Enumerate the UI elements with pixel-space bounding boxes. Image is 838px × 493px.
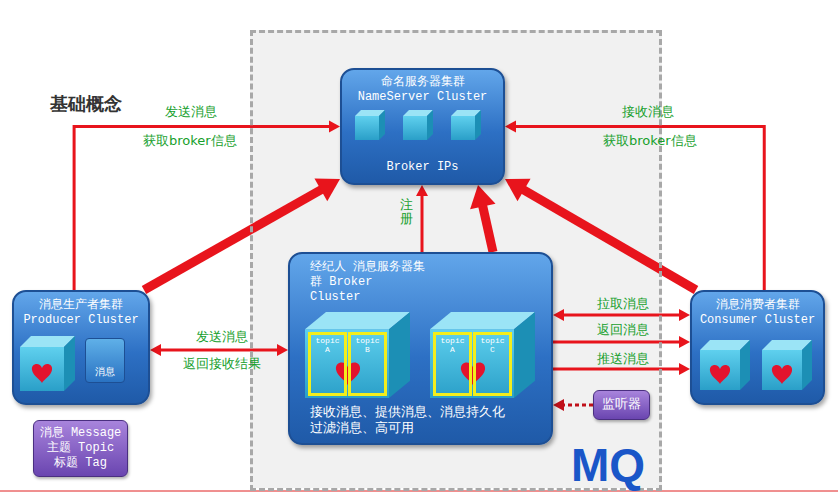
heart-icon xyxy=(461,362,485,385)
flow-label: 获取broker信息 xyxy=(603,133,697,149)
edge-label: 拉取消息 xyxy=(597,296,649,312)
connector-line xyxy=(421,195,424,252)
diagram-title: 基础概念 xyxy=(50,92,122,116)
node-text: 消息 xyxy=(95,367,115,380)
arrow-head xyxy=(150,344,161,356)
flow-label: 返回接收结果 xyxy=(183,356,261,372)
flow-arrow xyxy=(553,336,690,348)
cube-icon xyxy=(305,312,410,398)
topic-cell: topic A xyxy=(308,332,347,396)
topic-cell: topic C xyxy=(473,332,512,396)
node-text: 接收消息、提供消息、消息持久化 过滤消息、高可用 xyxy=(310,405,510,438)
arrow-head xyxy=(416,185,428,196)
mq-region: MQ 命名服务器集群 NameServer ClusterBroker IPs 经纪… xyxy=(250,30,662,491)
node-text: topic C xyxy=(476,337,509,355)
cube-icon xyxy=(355,110,385,140)
node-text: 消息生产者集群 Producer Cluster xyxy=(20,298,142,328)
edge-label: 发送消息 xyxy=(196,329,248,345)
flow-arrow xyxy=(416,185,428,252)
arrow-head xyxy=(277,344,288,356)
connector-line xyxy=(483,205,493,252)
edge-label: 返回消息 xyxy=(597,322,649,338)
arrow-head xyxy=(505,179,531,201)
broker-cluster: 经纪人 消息服务器集群 Broker Cluster 接收消息、提供消息、消息持久… xyxy=(288,252,553,445)
arrow-head xyxy=(470,185,495,209)
nameserver-cluster: 命名服务器集群 NameServer ClusterBroker IPs xyxy=(340,68,505,185)
connector-line xyxy=(160,349,278,352)
topic-cell: topic B xyxy=(348,332,387,396)
arrow-head xyxy=(679,336,690,348)
cube-icon xyxy=(762,340,812,390)
flow-arrow xyxy=(553,399,593,411)
heart-icon xyxy=(710,365,730,384)
cube-icon xyxy=(700,340,750,390)
arrow-head xyxy=(553,399,564,411)
cube-icon xyxy=(403,110,433,140)
node-text: topic B xyxy=(351,337,384,355)
connector-line xyxy=(563,314,680,317)
mq-region-fill xyxy=(250,30,662,488)
heart-icon xyxy=(336,362,360,385)
edge-label: 推送消息 xyxy=(597,351,649,367)
listener-box: 监听器 xyxy=(593,390,650,420)
node-text: 消息消费者集群 Consumer Cluster xyxy=(697,298,819,328)
cube-icon xyxy=(430,312,535,398)
flow-arrow xyxy=(150,344,288,356)
producer-cluster: 消息生产者集群 Producer Cluster 消息 xyxy=(12,290,150,405)
node-text: 命名服务器集群 NameServer Cluster xyxy=(355,75,490,105)
node-text: 消息 Message 主题 Topic 标题 Tag xyxy=(38,426,123,471)
cube-icon xyxy=(451,110,481,140)
edge-label: 注册 xyxy=(400,198,413,227)
message-box: 消息 xyxy=(85,338,125,383)
heart-icon xyxy=(772,365,792,384)
arrow-head xyxy=(553,309,564,321)
node-text: 经纪人 消息服务器集群 Broker Cluster xyxy=(310,260,428,305)
arrow-head xyxy=(505,121,516,133)
connector-line xyxy=(563,404,593,407)
node-text: 监听器 xyxy=(602,397,641,413)
node-text: topic A xyxy=(311,337,344,355)
topic-cell: topic A xyxy=(433,332,472,396)
node-text: Broker IPs xyxy=(386,160,458,175)
node-text: topic A xyxy=(436,337,469,355)
edge-label: 发送消息 xyxy=(165,104,217,120)
flow-label: 获取broker信息 xyxy=(143,133,237,149)
node-text: MQ xyxy=(571,442,645,488)
arrow-head xyxy=(679,363,690,375)
arrow-head xyxy=(329,121,340,133)
edge-label: 接收消息 xyxy=(622,104,674,120)
consumer-cluster: 消息消费者集群 Consumer Cluster xyxy=(690,290,825,405)
arrow-head xyxy=(679,309,690,321)
heart-icon xyxy=(32,364,52,383)
thick-arrow xyxy=(470,185,495,252)
message-legend-box: 消息 Message 主题 Topic 标题 Tag xyxy=(33,420,128,477)
arrow-head xyxy=(314,179,340,202)
cube-icon xyxy=(20,336,75,391)
